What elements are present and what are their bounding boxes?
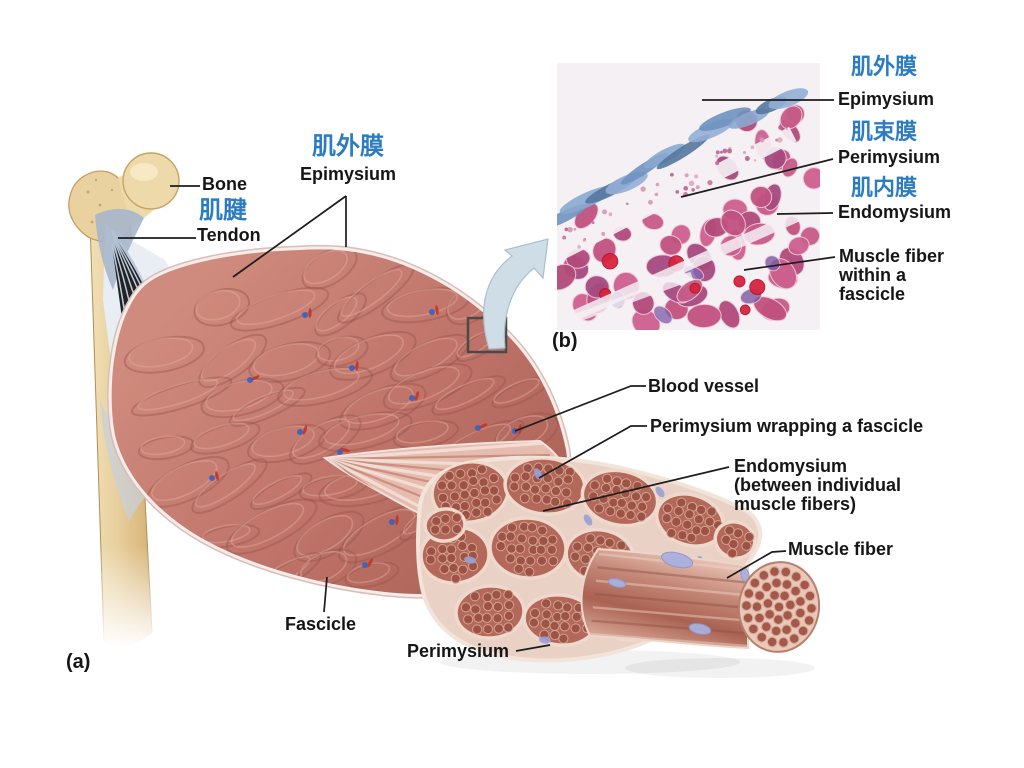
label-endomysium-between: Endomysium (between individual muscle fi… (734, 456, 902, 514)
label-muscle-fiber: Muscle fiber (788, 539, 894, 559)
label-perimysium-wrapping: Perimysium wrapping a fascicle (650, 416, 924, 436)
label-micro-epimysium: Epimysium (838, 89, 935, 109)
leader-epimysium-diagonal (232, 195, 347, 278)
label-tendon: Tendon (197, 225, 261, 245)
label-micro-endomysium: Endomysium (838, 202, 952, 222)
cylinder-striations (589, 552, 749, 648)
label-micro-muscle-fiber: Muscle fiber within a fascicle (839, 246, 945, 304)
label-epimysium-main: 肌外膜 Epimysium (294, 134, 402, 184)
label-micro-perimysium-cn: 肌束膜 (851, 119, 918, 144)
zoom-arrow-icon (483, 238, 549, 350)
leader-perimysium-bottom (515, 644, 551, 652)
label-micro-perimysium: Perimysium (838, 147, 941, 167)
panel-b-tag: (b) (552, 330, 578, 352)
leader-lines (118, 99, 836, 652)
leader-micro-muscle-fiber (743, 256, 836, 271)
leader-blood-vessel (514, 385, 646, 432)
label-epimysium-main-en: Epimysium (299, 164, 397, 184)
label-perimysium-bottom: Perimysium (407, 641, 510, 661)
label-epimysium-main-cn: 肌外膜 (312, 133, 384, 160)
micrograph (557, 63, 820, 330)
bone-fade (58, 545, 176, 670)
label-micro-epimysium-cn: 肌外膜 (851, 54, 918, 79)
label-tendon-cn: 肌腱 (199, 197, 247, 224)
leader-micro-endomysium (776, 212, 834, 215)
panel-a-tag: (a) (66, 651, 91, 673)
cut-face-fibers (741, 566, 817, 648)
leader-micro-perimysium (680, 158, 834, 198)
label-bone: Bone (202, 174, 247, 194)
label-fascicle: Fascicle (285, 614, 357, 634)
leader-fascicle (323, 576, 328, 613)
label-micro-endomysium-cn: 肌内膜 (851, 175, 918, 200)
leader-perimysium-wrapping (538, 425, 647, 479)
muscle-fiber-cylinder (580, 547, 826, 678)
leader-endomysium-between (542, 466, 730, 512)
label-blood-vessel: Blood vessel (648, 376, 760, 396)
leader-muscle-fiber (726, 550, 787, 579)
